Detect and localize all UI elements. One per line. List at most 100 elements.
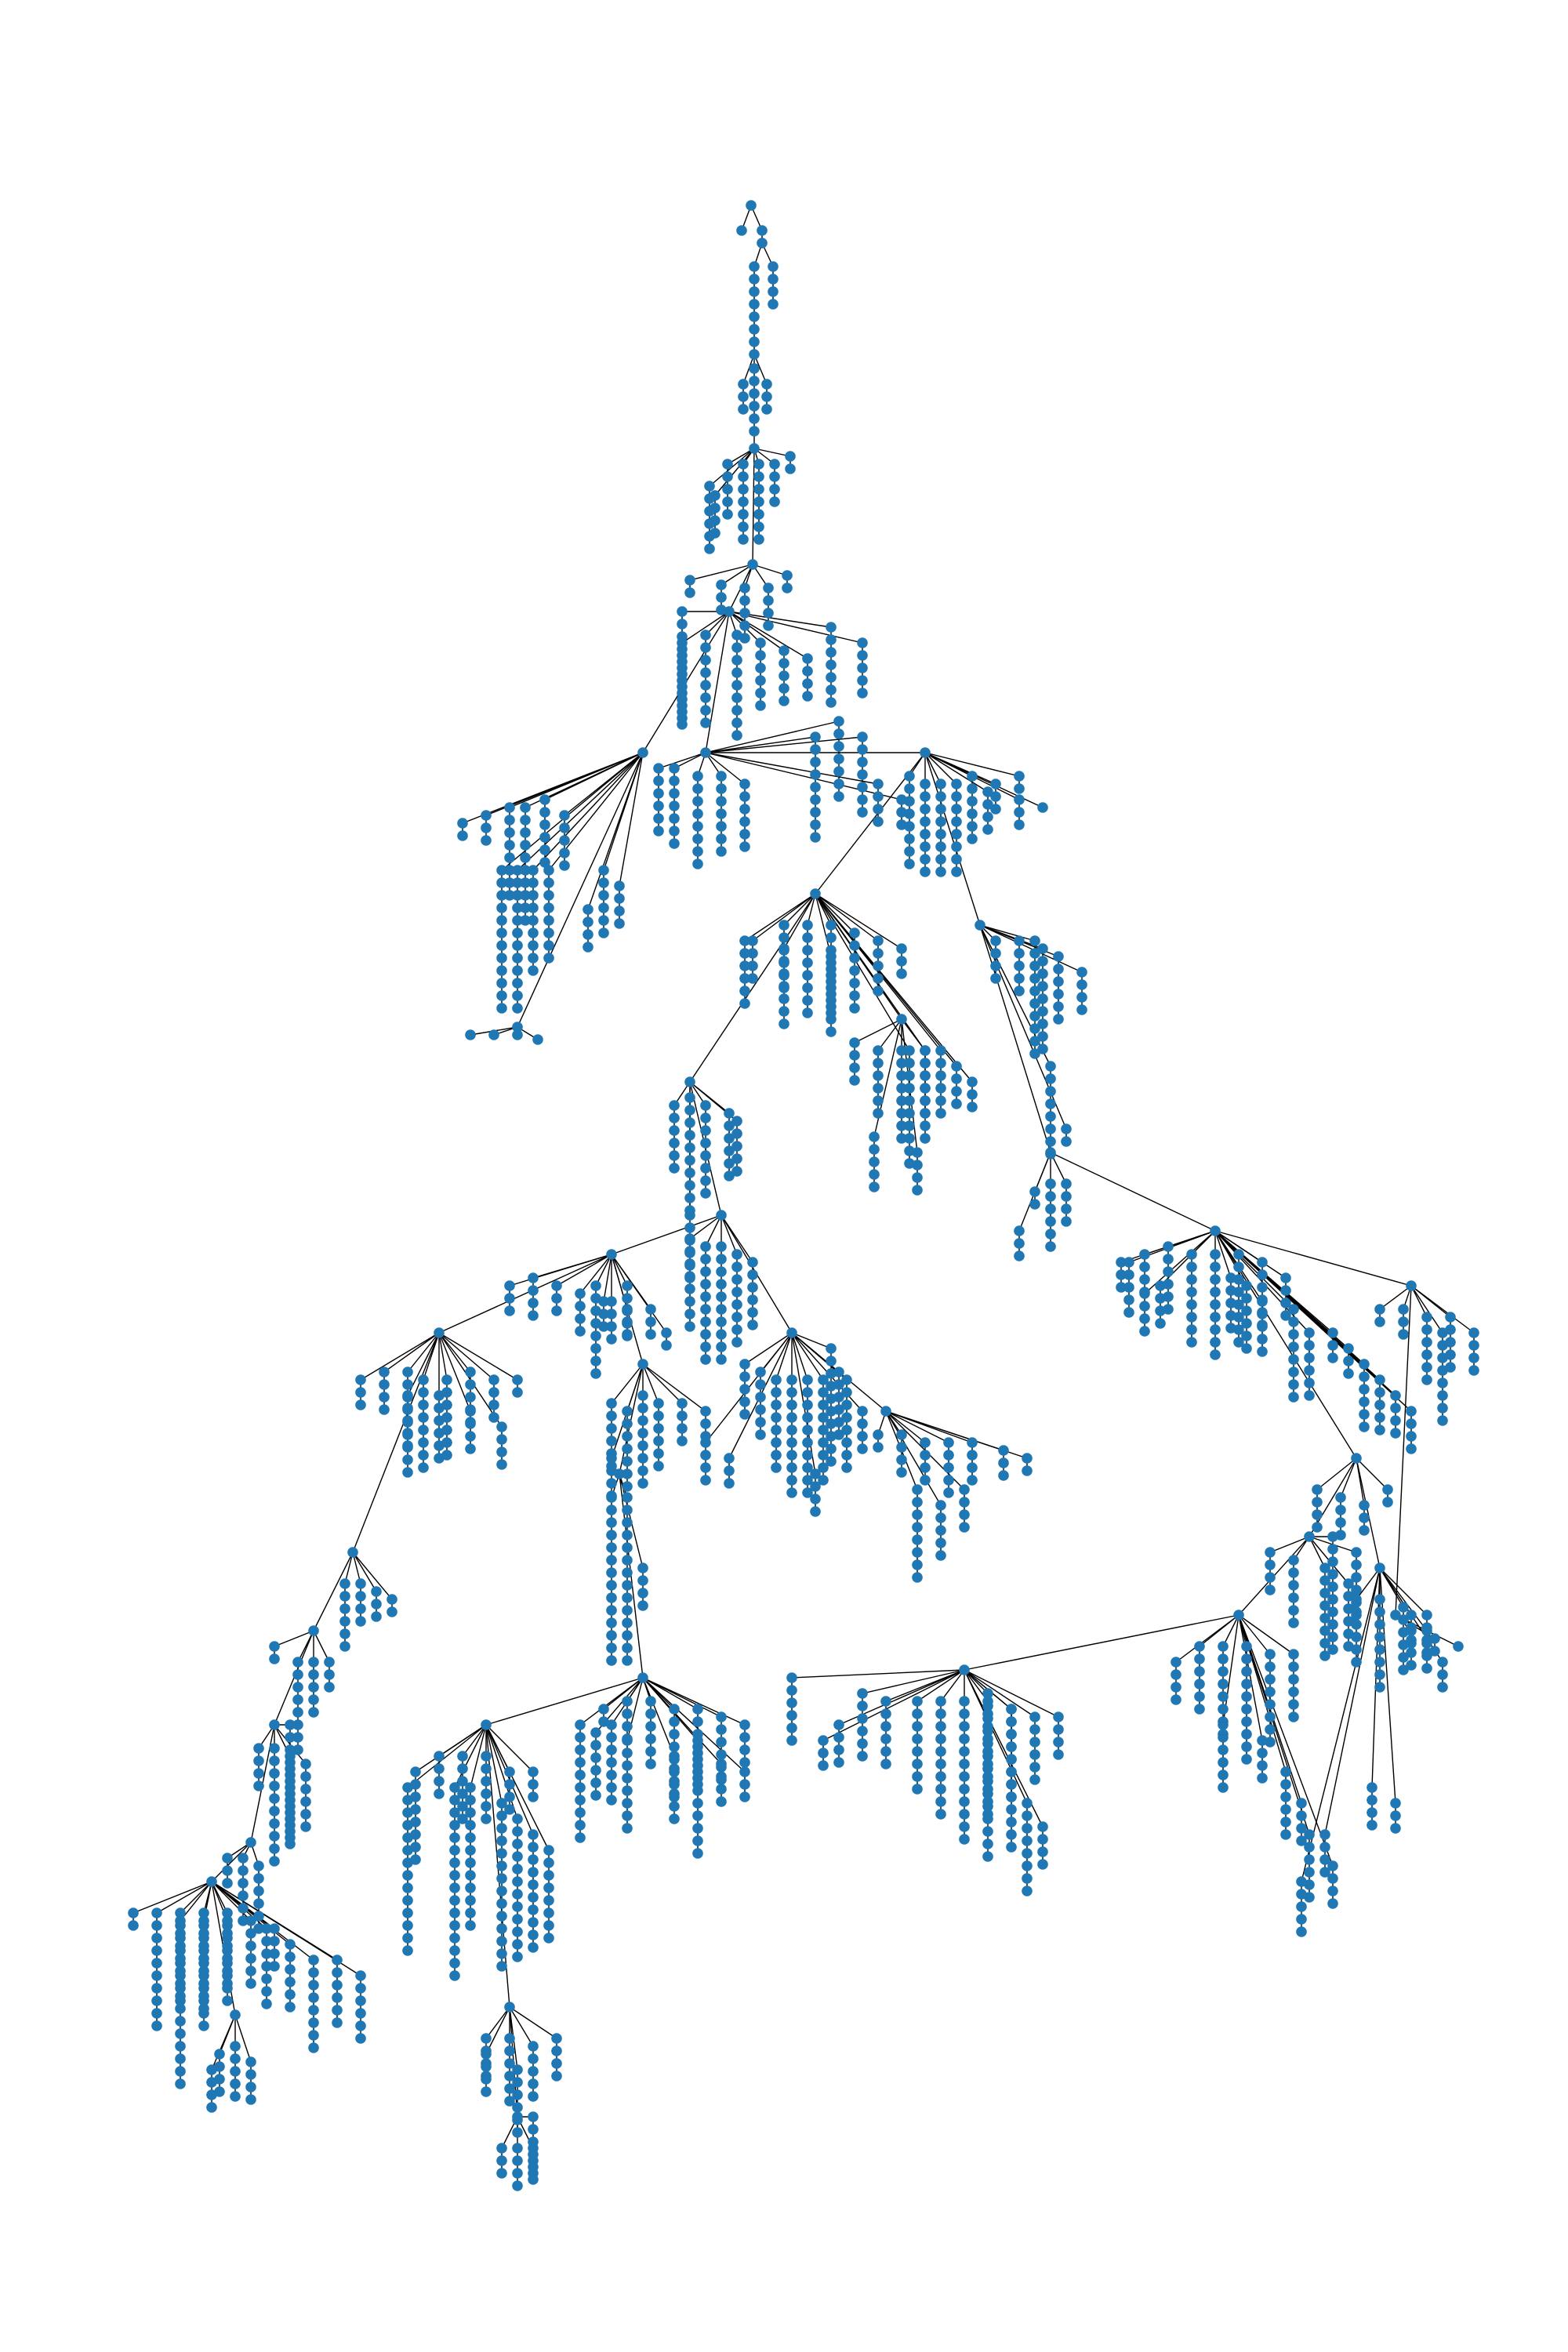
tree-node xyxy=(606,1478,617,1489)
tree-edge xyxy=(689,1214,722,1240)
tree-node xyxy=(896,1095,907,1106)
tree-node xyxy=(1218,1732,1229,1743)
tree-node xyxy=(543,890,554,901)
tree-node xyxy=(379,1379,390,1390)
tree-node xyxy=(1351,1657,1362,1668)
tree-node xyxy=(982,1726,993,1737)
tree-node xyxy=(1327,1327,1338,1338)
tree-node xyxy=(1265,1547,1276,1558)
tree-node xyxy=(935,1525,946,1536)
tree-node xyxy=(982,1801,993,1812)
tree-edge xyxy=(1379,1567,1428,1632)
tree-node xyxy=(457,1788,468,1799)
tree-node xyxy=(857,1726,868,1737)
tree-node xyxy=(959,1497,970,1508)
tree-node xyxy=(285,1757,296,1768)
tree-node xyxy=(722,471,733,482)
tree-node xyxy=(575,1782,586,1793)
tree-node xyxy=(292,1682,303,1693)
tree-node xyxy=(128,1907,139,1918)
tree-node xyxy=(543,927,554,938)
tree-node xyxy=(539,807,550,818)
tree-node xyxy=(238,1890,249,1901)
tree-node xyxy=(622,1293,633,1304)
tree-node xyxy=(904,1058,915,1069)
tree-node xyxy=(645,1733,656,1744)
tree-edge xyxy=(642,1363,706,1412)
tree-node xyxy=(700,667,711,678)
tree-node xyxy=(512,1813,523,1824)
tree-node xyxy=(912,1172,923,1183)
tree-node xyxy=(869,1144,880,1155)
tree-node xyxy=(449,1907,460,1918)
tree-node xyxy=(512,1838,523,1849)
tree-node xyxy=(598,877,609,888)
tree-node xyxy=(1037,1006,1048,1017)
tree-node xyxy=(512,953,523,964)
tree-node xyxy=(753,509,764,520)
tree-node xyxy=(1037,993,1048,1004)
tree-node xyxy=(606,1296,617,1307)
tree-node xyxy=(1280,1766,1291,1777)
tree-node xyxy=(465,1782,476,1793)
tree-node xyxy=(738,534,749,545)
tree-node xyxy=(622,1406,633,1417)
tree-node xyxy=(669,1150,680,1161)
tree-node xyxy=(1061,1216,1072,1227)
tree-node xyxy=(779,695,789,706)
tree-edge xyxy=(728,611,808,659)
tree-node xyxy=(849,990,860,1001)
tree-node xyxy=(920,816,931,827)
tree-node xyxy=(724,1145,735,1156)
tree-node xyxy=(238,1915,249,1926)
tree-node xyxy=(959,1484,970,1495)
tree-node xyxy=(590,1368,601,1379)
tree-node xyxy=(606,1605,617,1616)
tree-node xyxy=(724,1453,735,1464)
tree-node xyxy=(873,985,884,996)
tree-node xyxy=(418,1412,429,1423)
tree-node xyxy=(402,1415,413,1426)
tree-node xyxy=(716,1737,727,1748)
tree-node xyxy=(959,1796,970,1807)
tree-node xyxy=(512,1951,523,1962)
tree-node xyxy=(245,2094,256,2105)
tree-node xyxy=(1398,1664,1409,1675)
tree-node xyxy=(920,1045,931,1056)
tree-node xyxy=(543,1870,554,1881)
tree-edge xyxy=(744,893,816,942)
tree-node xyxy=(786,1685,797,1696)
tree-node xyxy=(731,1128,742,1139)
tree-node xyxy=(261,1973,272,1984)
tree-node xyxy=(151,1920,162,1931)
tree-node xyxy=(1029,973,1040,984)
tree-node xyxy=(1390,1810,1401,1821)
tree-node xyxy=(802,691,813,702)
tree-node xyxy=(943,1462,954,1473)
tree-node xyxy=(583,942,593,953)
tree-node xyxy=(402,1920,413,1931)
tree-node xyxy=(692,858,703,869)
edges-layer xyxy=(132,205,1475,2187)
tree-node xyxy=(833,791,844,802)
tree-node xyxy=(802,970,813,981)
tree-node xyxy=(857,731,868,742)
tree-edge xyxy=(642,1677,746,1726)
tree-node xyxy=(1029,1036,1040,1047)
tree-node xyxy=(175,2066,186,2077)
tree-node xyxy=(1288,1661,1299,1672)
tree-node xyxy=(1304,1352,1315,1363)
tree-node xyxy=(622,1580,633,1591)
tree-node xyxy=(402,1857,413,1868)
tree-node xyxy=(749,443,760,454)
tree-node xyxy=(731,642,742,653)
tree-node xyxy=(786,1425,797,1436)
tree-node xyxy=(528,877,539,888)
tree-node xyxy=(465,1895,476,1906)
tree-node xyxy=(175,2028,186,2039)
tree-node xyxy=(1241,1305,1252,1316)
tree-node xyxy=(935,1733,946,1744)
tree-node xyxy=(1006,1716,1017,1727)
tree-node xyxy=(269,1806,280,1817)
tree-node xyxy=(920,1083,931,1094)
